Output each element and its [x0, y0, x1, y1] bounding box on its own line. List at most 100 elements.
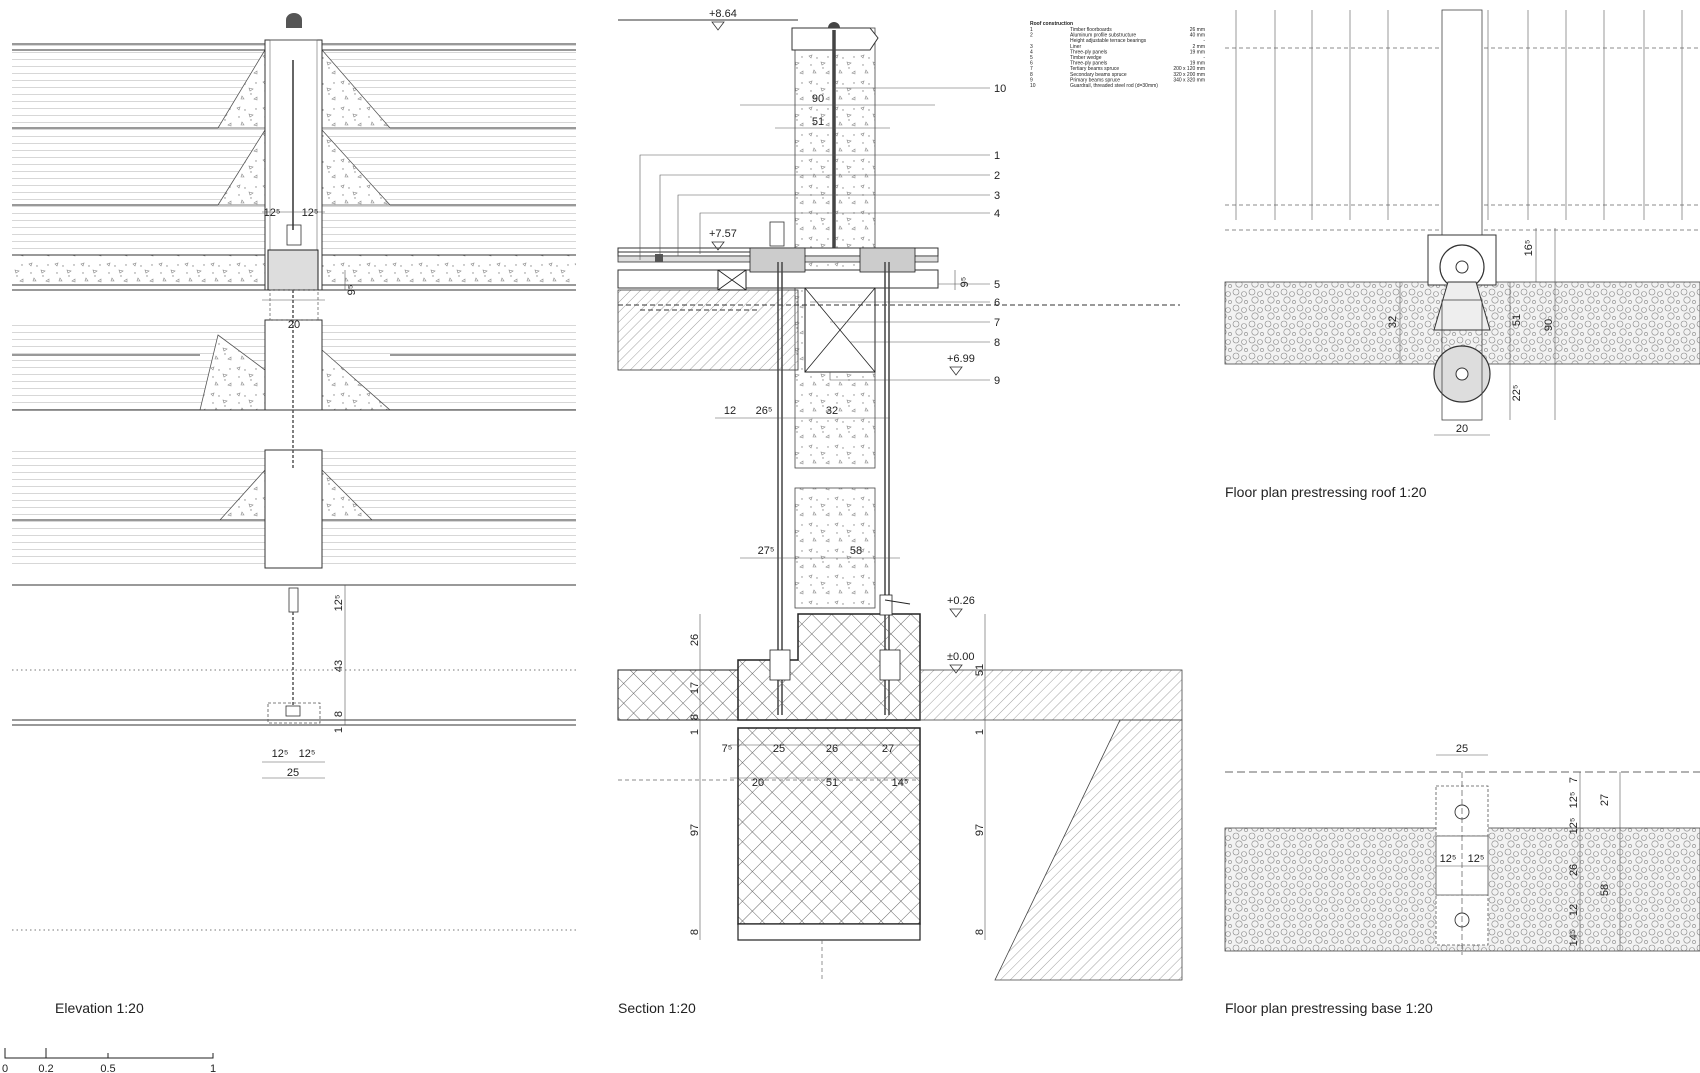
dim-base-58: 58	[1599, 884, 1611, 896]
dim-base-12-5: 12⁵	[1568, 792, 1580, 809]
dim-base-25: 25	[1456, 743, 1468, 755]
legend-item-no: 10	[1030, 83, 1036, 89]
dim-sec-r8: 8	[974, 929, 986, 935]
elevation-post	[264, 13, 323, 724]
callout-3: 3	[994, 190, 1000, 202]
legend-item-name: Height adjustable terrace bearings	[1070, 38, 1147, 44]
dim-elev-half-a: 12⁵	[264, 207, 281, 219]
legend-item-no: 4	[1030, 49, 1033, 55]
legend-item-no: 8	[1030, 72, 1033, 78]
level-ceiling: +6.99	[947, 353, 975, 365]
callout-5: 5	[994, 279, 1000, 291]
dim-sec-l1: 1	[689, 729, 701, 735]
section-upper-wall	[791, 22, 879, 469]
section-lower-wall	[794, 487, 876, 609]
legend-item-name: Liner	[1070, 44, 1081, 50]
legend-item-name: Three-ply panels	[1070, 49, 1108, 55]
section-callout-numbers: 10 1 2 3 4 5 6 7 8 9	[994, 83, 1006, 387]
legend-item-name: Timber wedge	[1070, 55, 1102, 61]
legend-item-name: Primary beams spruce	[1070, 77, 1120, 83]
dim-sec-9-5: 9⁵	[959, 277, 971, 288]
dim-roof-90: 90	[1543, 319, 1555, 331]
legend-item-name: Guardrail, threaded steel rod (d=30mm)	[1070, 83, 1158, 89]
dim-sec-l8b: 8	[689, 929, 701, 935]
dim-sec-b27: 27	[882, 743, 894, 755]
legend-item-size: -	[1203, 55, 1205, 61]
dim-roof-22-5: 22⁵	[1511, 385, 1523, 402]
callout-9: 9	[994, 375, 1000, 387]
dim-base-27: 27	[1599, 794, 1611, 806]
legend-item-no: 7	[1030, 66, 1033, 72]
legend-item-no: 9	[1030, 77, 1033, 83]
callout-8: 8	[994, 337, 1000, 349]
dim-elev-b-half-b: 12⁵	[299, 748, 316, 760]
callout-6: 6	[994, 297, 1000, 309]
dim-base-26: 26	[1568, 864, 1580, 876]
dim-sec-l8: 8	[689, 714, 701, 720]
legend-item-size: 26 mm	[1190, 27, 1205, 33]
dim-sec-12: 12	[724, 405, 736, 417]
legend-item-no: 6	[1030, 61, 1033, 67]
dim-sec-58: 58	[850, 545, 862, 557]
elevation-mortar-right	[321, 48, 392, 521]
scale-label-1: 1	[210, 1063, 216, 1073]
dim-elev-half-b: 12⁵	[302, 207, 319, 219]
dim-sec-27-5: 27⁵	[758, 545, 775, 557]
dim-base-w12-5a: 12⁵	[1440, 853, 1457, 865]
scale-label-0: 0	[2, 1063, 8, 1073]
plan-base-view: 25 12⁵ 7 27 12⁵ 12⁵ 12⁵ 26 58 12 14⁵	[1224, 743, 1700, 955]
scale-label-0-5: 0.5	[100, 1063, 115, 1073]
caption-section: Section 1:20	[618, 1000, 696, 1016]
legend-item-no: 3	[1030, 44, 1033, 50]
legend-item-no: 1	[1030, 27, 1033, 33]
dim-sec-c14-5: 14⁵	[892, 777, 909, 789]
legend-item-name: Secondary beams spruce	[1070, 72, 1127, 78]
legend-item-name: Aluminum profile substructure	[1070, 33, 1136, 39]
plan-roof-view: 16⁵ 32 51 90 22⁵ 20	[1224, 9, 1700, 436]
dim-base-12-5b: 12⁵	[1568, 818, 1580, 835]
dim-sec-l97: 97	[689, 824, 701, 836]
elevation-view: 12⁵ 12⁵ 20 9⁵ 12⁵ 43 8 1 12⁵ 12⁵ 25	[12, 13, 576, 931]
callout-1: 1	[994, 150, 1000, 162]
dim-sec-r51: 51	[974, 664, 986, 676]
callout-7: 7	[994, 317, 1000, 329]
dim-elev-b-w: 25	[287, 767, 299, 779]
dim-sec-90: 90	[812, 93, 824, 105]
dim-elev-v3: 8	[333, 711, 345, 717]
dim-sec-b26: 26	[826, 743, 838, 755]
dim-sec-32: 32	[826, 405, 838, 417]
level-top: +8.64	[709, 8, 737, 20]
dim-sec-51: 51	[812, 116, 824, 128]
section-level-markers: +8.64 +7.57 +6.99 +0.26 ±0.00	[709, 8, 975, 674]
scale-label-0-2: 0.2	[38, 1063, 53, 1073]
dim-sec-c20: 20	[752, 777, 764, 789]
dim-base-14-5: 14⁵	[1568, 930, 1580, 947]
dim-sec-26-5: 26⁵	[756, 405, 773, 417]
section-foundation	[617, 594, 1183, 981]
legend-item-no: 5	[1030, 55, 1033, 61]
dim-elev-b-half-a: 12⁵	[272, 748, 289, 760]
level-ground: ±0.00	[947, 651, 974, 663]
legend-item-no: 2	[1030, 33, 1033, 39]
legend-item-size: 200 x 120 mm	[1173, 66, 1205, 72]
section-dimension-texts: 90 51 9⁵ 12 26⁵ 32 27⁵ 58 26 17 8 1 97 8…	[689, 93, 986, 935]
plan-base-dimension-lines	[1436, 754, 1621, 951]
dim-sec-r1: 1	[974, 729, 986, 735]
dim-elev-h1: 9⁵	[346, 285, 358, 296]
callout-4: 4	[994, 208, 1000, 220]
callout-2: 2	[994, 170, 1000, 182]
plan-roof-prestress-device	[1427, 9, 1497, 421]
dim-base-12: 12	[1568, 904, 1580, 916]
legend-item-size: 340 x 320 mm	[1173, 77, 1205, 83]
elevation-dimension-lines	[262, 211, 346, 779]
dim-sec-r97: 97	[974, 824, 986, 836]
legend-title: Roof construction	[1030, 21, 1073, 27]
legend-item-size: 19 mm	[1190, 61, 1205, 67]
caption-plan-roof: Floor plan prestressing roof 1:20	[1225, 484, 1427, 500]
dim-base-7: 7	[1568, 777, 1580, 783]
legend-item-name: Three-ply panels	[1070, 61, 1108, 67]
section-dimension-lines	[699, 104, 986, 940]
dim-roof-32: 32	[1387, 316, 1399, 328]
